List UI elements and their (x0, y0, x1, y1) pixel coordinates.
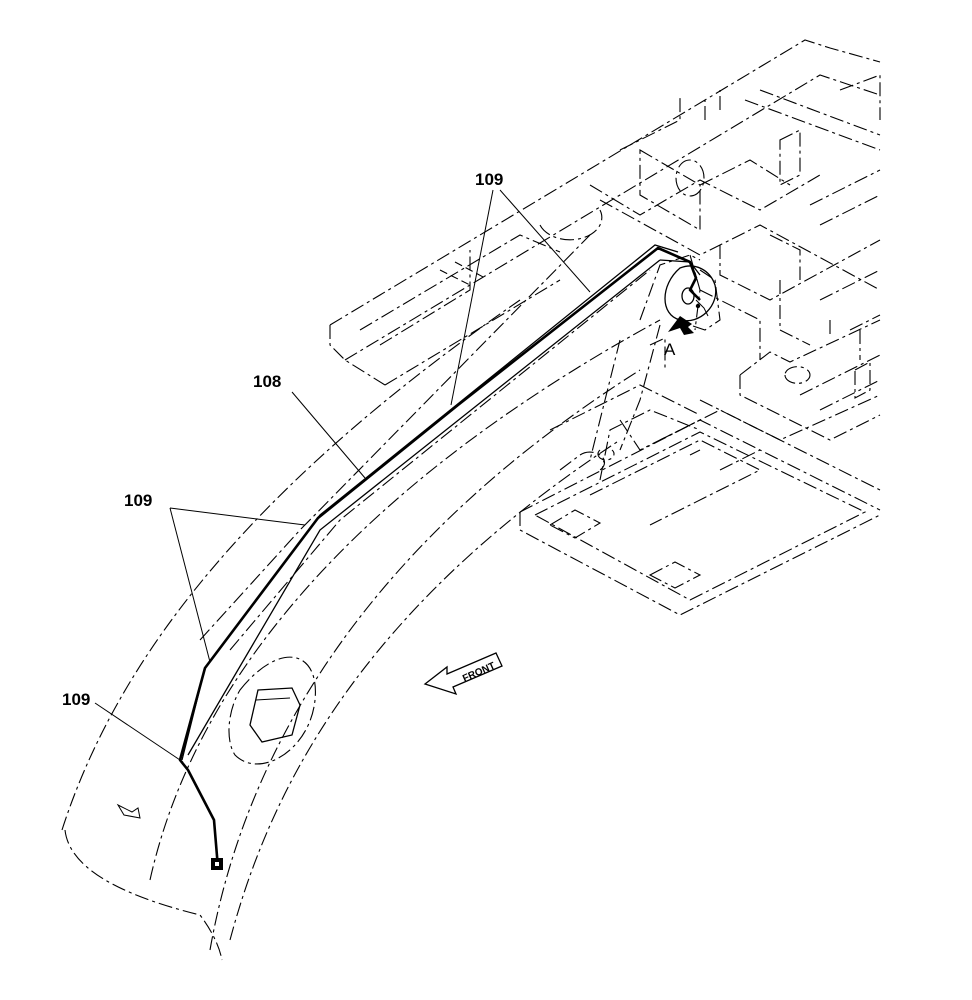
swing-bracket-phantom (589, 254, 721, 461)
callout-109-mid: 109 (124, 491, 153, 510)
front-direction-arrow: FRONT (423, 652, 503, 696)
callout-108: 108 (253, 372, 282, 391)
upper-frame-phantom (329, 39, 881, 441)
hose-assembly-108 (178, 246, 709, 870)
boom-outline (181, 244, 717, 761)
boom-foot-boss (228, 656, 316, 765)
callout-109-top: 109 (475, 170, 504, 189)
leader-lines (94, 189, 591, 763)
callout-109-bottom: 109 (62, 690, 91, 709)
view-letter-a: A (664, 340, 676, 359)
front-arrow-label: FRONT (461, 661, 497, 685)
lower-frame-phantom (519, 384, 881, 616)
boom-body-phantom (61, 234, 661, 961)
view-arrow-a (668, 316, 694, 335)
